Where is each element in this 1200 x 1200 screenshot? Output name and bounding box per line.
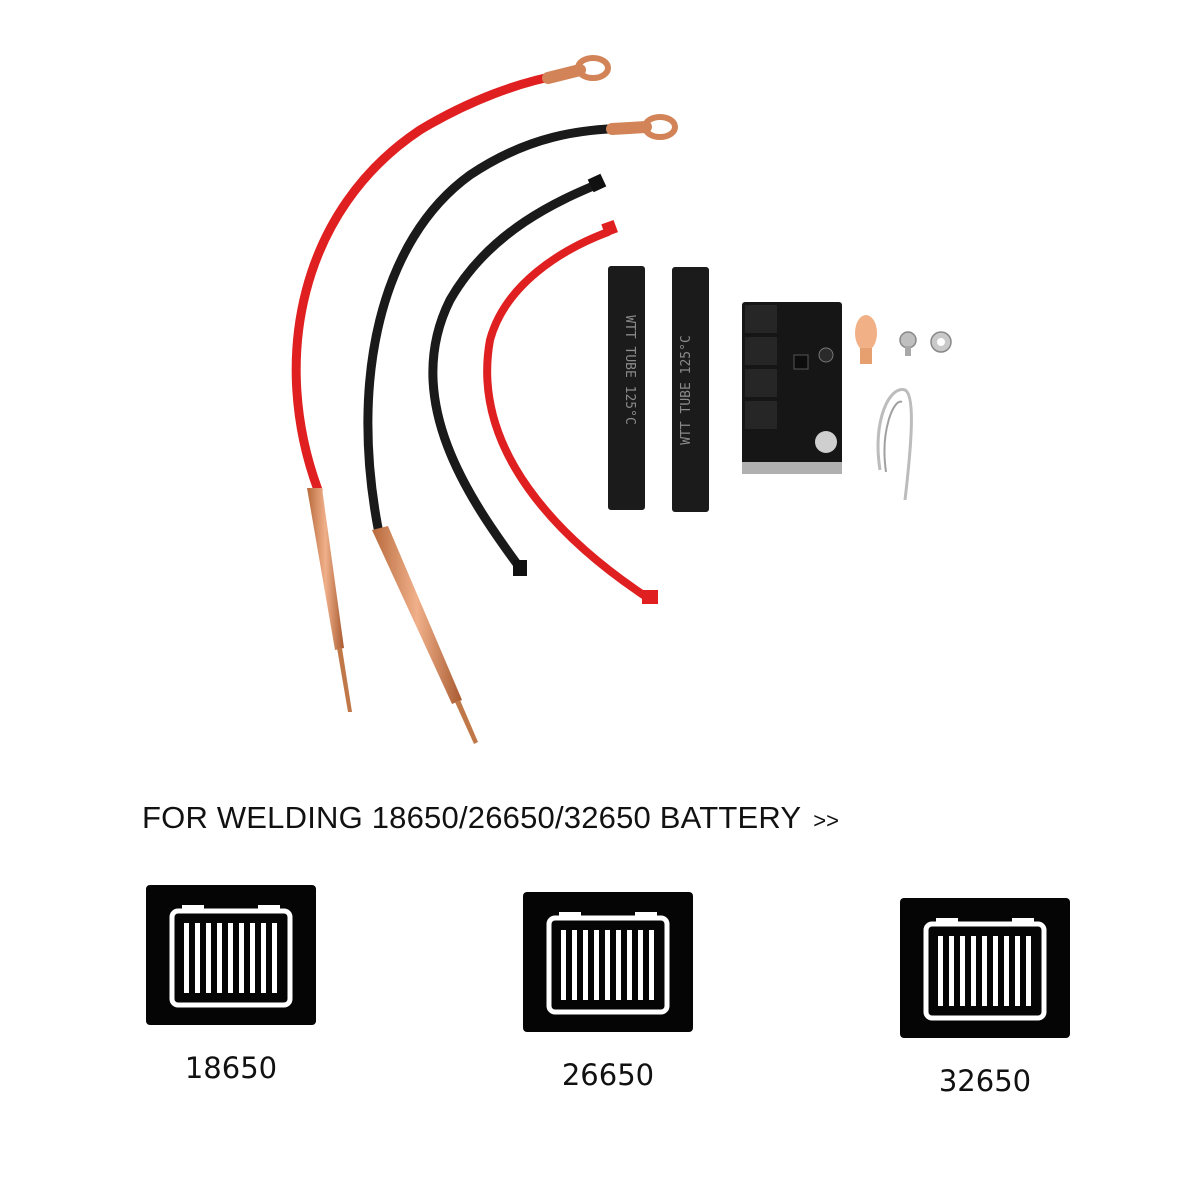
welding-compatibility-headline: FOR WELDING 18650/26650/32650 BATTERY >>: [142, 800, 1142, 836]
svg-text:WTT TUBE 125°C: WTT TUBE 125°C: [679, 335, 694, 445]
battery-card-32650: [900, 898, 1070, 1038]
black-welding-cable: [363, 114, 678, 744]
nut-part: [930, 331, 952, 353]
headline-text: FOR WELDING 18650/26650/32650 BATTERY: [142, 800, 802, 835]
battery-icon: [546, 912, 670, 1015]
spot-welder-pcb: [742, 302, 842, 474]
short-black-lead: [428, 173, 607, 576]
heat-shrink-tube-1: WTT TUBE 125°C: [608, 266, 645, 510]
battery-label-32650: 32650: [938, 1064, 1032, 1098]
battery-card-18650: [146, 885, 316, 1025]
battery-label-18650: 18650: [184, 1051, 278, 1085]
svg-text:WTT TUBE 125°C: WTT TUBE 125°C: [622, 315, 637, 425]
battery-icon: [923, 918, 1047, 1021]
heat-shrink-tube-2: WTT TUBE 125°C: [672, 267, 709, 512]
product-illustration: WTT TUBE 125°C WTT TUBE 125°C: [291, 55, 952, 744]
red-welding-cable: [291, 55, 611, 712]
short-red-lead: [483, 219, 658, 604]
nickel-strip-loop: [876, 388, 913, 501]
battery-card-26650: [523, 892, 693, 1032]
battery-label-26650: 26650: [561, 1058, 655, 1092]
battery-icon: [169, 905, 293, 1008]
screw-part: [899, 331, 917, 356]
chevron-icon: >>: [813, 808, 839, 833]
bulb-indicator: [855, 315, 877, 364]
